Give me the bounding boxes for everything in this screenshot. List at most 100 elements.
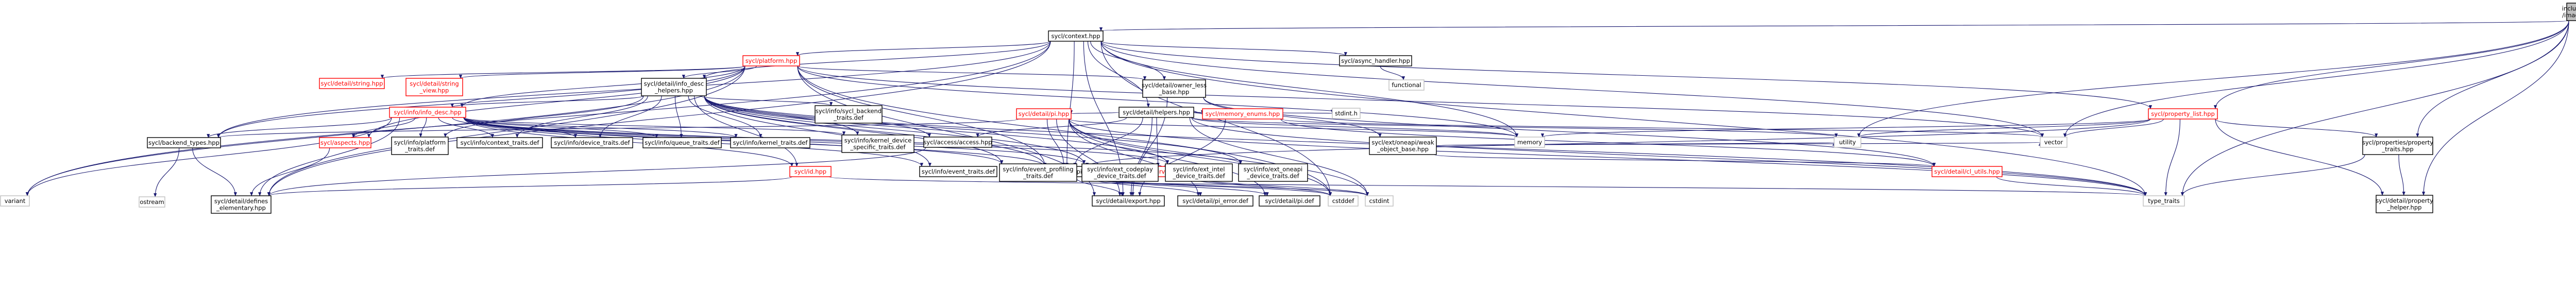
edge-property_list-to-vector bbox=[2063, 118, 2164, 138]
edge-owner_less_base-to-weak_object_base bbox=[1203, 97, 1382, 138]
node-kernel-device-specific[interactable]: sycl/info/kernel_device_specific_traits.… bbox=[841, 134, 914, 153]
node-backend-types[interactable]: sycl/backend_types.hpp bbox=[147, 137, 221, 148]
node-common-utils[interactable]: sycl/detail/cl_utils.hpp bbox=[1931, 166, 2003, 177]
node-memory: memory bbox=[1514, 137, 1545, 148]
node-oneapi-backend[interactable]: sycl/info/sycl_backend_traits.def bbox=[815, 105, 883, 124]
edge-pi_hpp-to-type_traits bbox=[1069, 118, 2147, 196]
edge-layer bbox=[25, 20, 2569, 197]
node-device-traits[interactable]: sycl/info/device_traits.def bbox=[551, 137, 633, 148]
edge-pi_hpp-to-pi_h bbox=[1046, 118, 1065, 167]
node-pi-def[interactable]: sycl/detail/pi.def bbox=[1259, 195, 1320, 207]
edge-root-to-property_list bbox=[2213, 20, 2569, 109]
edge-platform-to-info_desc_helpers bbox=[682, 65, 757, 79]
node-cstddef: cstddef bbox=[1328, 195, 1359, 207]
node-kernel-traits[interactable]: sycl/info/kernel_traits.def bbox=[730, 137, 810, 148]
node-root-label: /image_properties.hpp bbox=[2562, 12, 2576, 19]
node-property-list-box bbox=[2148, 108, 2218, 120]
node-detail-string[interactable]: sycl/detail/string.hpp bbox=[319, 78, 385, 89]
node-export-box bbox=[1092, 195, 1165, 207]
edge-context-to-vector bbox=[1100, 41, 2044, 138]
node-weak-object-base-label: sycl/ext/oneapi/weak bbox=[1371, 139, 1434, 146]
node-oneapi-backend-label: sycl/info/sycl_backend bbox=[816, 108, 882, 115]
edge-platform-to-info_desc bbox=[460, 65, 745, 108]
edge-info_desc-to-defines_elementary bbox=[258, 117, 400, 196]
node-helpers[interactable]: sycl/detail/helpers.hpp bbox=[1118, 107, 1194, 118]
node-defines-elementary[interactable]: sycl/detail/defines_elementary.hpp bbox=[211, 195, 272, 214]
edge-context-to-property_list bbox=[1100, 41, 2152, 109]
node-platform[interactable]: sycl/platform.hpp bbox=[742, 55, 800, 66]
node-common-utils-label: sycl/detail/cl_utils.hpp bbox=[1934, 168, 1999, 175]
node-context-traits[interactable]: sycl/info/context_traits.def bbox=[456, 137, 543, 148]
node-detail-string-view[interactable]: sycl/detail/string_view.hpp bbox=[405, 78, 463, 96]
edge-aspects-to-defines_elementary bbox=[250, 147, 330, 196]
node-pi-hpp-label: sycl/detail/pi.hpp bbox=[1019, 110, 1069, 117]
node-backend-types-box bbox=[147, 137, 221, 148]
node-kernel-device-specific-label: sycl/info/kernel_device bbox=[844, 137, 912, 144]
edge-helpers-to-utility bbox=[1191, 117, 1838, 138]
edge-helpers-to-pi_h bbox=[1073, 117, 1143, 167]
node-context-traits-box bbox=[456, 137, 543, 148]
edge-root-to-utility bbox=[1857, 20, 2569, 138]
edge-info_desc_helpers-to-ext_intel bbox=[704, 95, 1169, 164]
node-event-profiling-box bbox=[999, 163, 1077, 182]
node-event-profiling[interactable]: sycl/info/event_profiling_traits.def bbox=[999, 163, 1077, 182]
node-properties-traits-label: _traits.hpp bbox=[2381, 146, 2413, 153]
edge-root-to-properties_traits bbox=[2416, 20, 2569, 138]
edge-backend_types-to-iostream bbox=[154, 147, 180, 197]
node-id-hpp[interactable]: sycl/id.hpp bbox=[789, 166, 832, 177]
node-ext-intel-box bbox=[1165, 163, 1233, 182]
node-properties-traits[interactable]: sycl/properties/property_traits.hpp bbox=[2362, 137, 2433, 155]
node-owner-less-base[interactable]: sycl/detail/owner_less_base.hpp bbox=[1142, 79, 1207, 98]
edge-properties_traits-to-type_traits bbox=[2180, 154, 2365, 196]
node-aspects[interactable]: sycl/aspects.hpp bbox=[319, 137, 371, 148]
node-access[interactable]: sycl/access/access.hpp bbox=[923, 137, 992, 148]
node-pi-hpp[interactable]: sycl/detail/pi.hpp bbox=[1016, 108, 1072, 120]
node-queue-traits[interactable]: sycl/info/queue_traits.def bbox=[642, 137, 722, 148]
node-memory-enums-label: sycl/memory_enums.hpp bbox=[1206, 110, 1280, 117]
node-ext-intel[interactable]: sycl/info/ext_intel_device_traits.def bbox=[1165, 163, 1233, 182]
node-info-desc-helpers[interactable]: sycl/detail/info_desc_helpers.hpp bbox=[641, 78, 707, 96]
node-platform-traits-label: _traits.def bbox=[404, 146, 435, 153]
edge-context-to-defines_elementary bbox=[267, 41, 1051, 196]
node-async-handler[interactable]: sycl/async_handler.hpp bbox=[1339, 55, 1412, 66]
node-pi-error-box bbox=[1177, 195, 1253, 207]
edge-info_desc-to-context_traits bbox=[438, 117, 495, 138]
node-type-traits: type_traits bbox=[2143, 195, 2185, 207]
edge-common_utils-to-type_traits bbox=[1996, 176, 2147, 196]
node-ext-codeplay[interactable]: sycl/info/ext_codeplay_device_traits.def bbox=[1081, 163, 1159, 182]
node-context[interactable]: sycl/context.hpp bbox=[1048, 30, 1104, 42]
edge-root-to-property_helper bbox=[2422, 20, 2569, 196]
node-properties-traits-box bbox=[2362, 137, 2433, 155]
node-weak-object-base-box bbox=[1369, 137, 1437, 155]
node-event-traits[interactable]: sycl/info/event_traits.def bbox=[919, 166, 997, 177]
node-property-list[interactable]: sycl/property_list.hpp bbox=[2148, 108, 2218, 120]
node-memory-enums[interactable]: sycl/memory_enums.hpp bbox=[1202, 108, 1283, 120]
node-pi-error-label: sycl/detail/pi_error.def bbox=[1182, 197, 1248, 205]
node-property-helper[interactable]: sycl/detail/property_helper.hpp bbox=[2376, 195, 2433, 213]
edge-pi_hpp-to-pi_error bbox=[1069, 118, 1200, 196]
node-defines-elementary-box bbox=[211, 195, 272, 214]
edge-weak_object_base-to-vector bbox=[1436, 142, 2041, 146]
edge-info_desc_helpers-to-event_profiling bbox=[704, 95, 1004, 164]
edge-pi_hpp-to-memory bbox=[1069, 118, 1518, 138]
edge-helpers-to-cstdint bbox=[1189, 117, 1369, 196]
node-iostream-box bbox=[139, 196, 165, 208]
node-queue-traits-box bbox=[642, 137, 722, 148]
edge-id_hpp-to-defines_elementary bbox=[267, 176, 792, 196]
node-weak-object-base[interactable]: sycl/ext/oneapi/weak_object_base.hpp bbox=[1369, 137, 1437, 155]
edge-async_handler-to-functional bbox=[1380, 65, 1405, 80]
edge-context-to-pi_h bbox=[1065, 41, 1075, 167]
node-info-desc-label: sycl/info/info_desc.hpp bbox=[394, 109, 461, 116]
node-root[interactable]: include/sycl/properties/image_properties… bbox=[2562, 3, 2576, 21]
edge-info_desc_helpers-to-info_desc bbox=[450, 95, 644, 108]
node-info-desc[interactable]: sycl/info/info_desc.hpp bbox=[389, 107, 466, 118]
edge-platform-to-aspects bbox=[367, 65, 745, 138]
edge-info_desc_helpers-to-ext_oneapi bbox=[704, 95, 1242, 164]
node-ext-oneapi[interactable]: sycl/info/ext_oneapi_device_traits.def bbox=[1238, 163, 1308, 182]
node-defines-elementary-label: sycl/detail/defines bbox=[214, 198, 268, 205]
node-platform-traits[interactable]: sycl/info/platform_traits.def bbox=[391, 137, 449, 155]
node-export[interactable]: sycl/detail/export.hpp bbox=[1092, 195, 1165, 207]
node-aspects-box bbox=[319, 137, 371, 148]
node-common-utils-box bbox=[1931, 166, 2003, 177]
node-pi-error[interactable]: sycl/detail/pi_error.def bbox=[1177, 195, 1253, 207]
